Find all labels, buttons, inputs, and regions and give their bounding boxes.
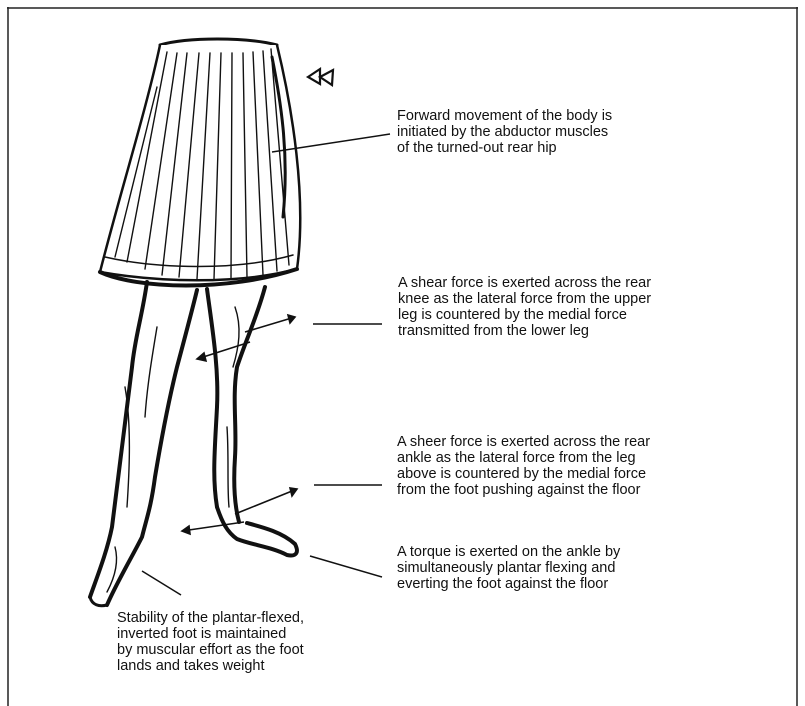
ribbon-bow xyxy=(308,69,333,85)
annotation-ankle-torque: A torque is exerted on the ankle by simu… xyxy=(397,544,620,592)
annotation-foot-stability: Stability of the plantar-flexed, inverte… xyxy=(117,610,304,674)
figure-frame: Forward movement of the body is initiate… xyxy=(7,7,798,706)
annotation-knee-shear: A shear force is exerted across the rear… xyxy=(398,275,651,339)
annotation-line: ankle as the lateral force from the leg xyxy=(397,450,650,466)
annotation-hip-abductors: Forward movement of the body is initiate… xyxy=(397,108,612,156)
annotation-line: simultaneously plantar flexing and xyxy=(397,560,620,576)
annotation-line: transmitted from the lower leg xyxy=(398,323,651,339)
annotation-line: everting the foot against the floor xyxy=(397,576,620,592)
annotation-line: knee as the lateral force from the upper xyxy=(398,291,651,307)
ankle-force-arrows xyxy=(182,488,297,534)
leader-torque xyxy=(310,556,382,577)
annotation-line: A torque is exerted on the ankle by xyxy=(397,544,620,560)
annotation-line: lands and takes weight xyxy=(117,658,304,674)
annotation-line: above is countered by the medial force xyxy=(397,466,650,482)
rear-leg-drawing xyxy=(90,282,197,606)
annotation-line: by muscular effort as the foot xyxy=(117,642,304,658)
annotation-line: leg is countered by the medial force xyxy=(398,307,651,323)
annotation-line: Stability of the plantar-flexed, xyxy=(117,610,304,626)
annotation-ankle-sheer: A sheer force is exerted across the rear… xyxy=(397,434,650,498)
annotation-line: initiated by the abductor muscles xyxy=(397,124,612,140)
annotation-line: A shear force is exerted across the rear xyxy=(398,275,651,291)
annotation-line: of the turned-out rear hip xyxy=(397,140,612,156)
annotation-line: A sheer force is exerted across the rear xyxy=(397,434,650,450)
skirt-drawing xyxy=(100,39,300,286)
annotation-line: from the foot pushing against the floor xyxy=(397,482,650,498)
annotation-line: Forward movement of the body is xyxy=(397,108,612,124)
leader-stability xyxy=(142,571,181,595)
supporting-leg-drawing xyxy=(207,287,297,555)
annotation-line: inverted foot is maintained xyxy=(117,626,304,642)
